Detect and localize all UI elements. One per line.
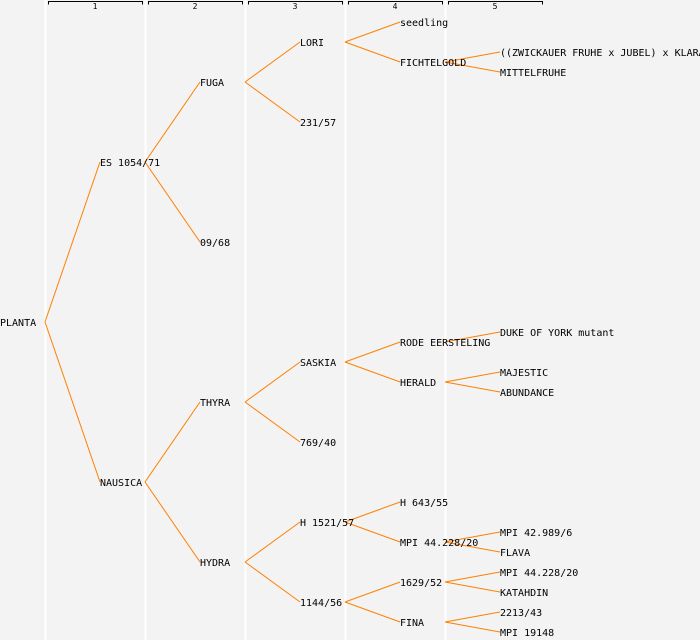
branch-line: [144, 481, 201, 563]
branch-line: [444, 381, 501, 393]
pedigree-node[interactable]: H 1521/57: [300, 518, 354, 529]
pedigree-node[interactable]: MPI 44.228/20: [400, 538, 478, 549]
branch-lines: [44, 21, 501, 633]
branch-line: [444, 541, 501, 553]
pedigree-node[interactable]: NAUSICA: [100, 478, 142, 489]
branch-line: [144, 161, 201, 243]
generation-bracket: [148, 1, 243, 5]
branch-line: [444, 571, 501, 583]
branch-line: [244, 361, 301, 403]
pedigree-node[interactable]: 769/40: [300, 438, 336, 449]
branch-line: [244, 561, 301, 603]
node-labels: PLANTA ES 1054/71 FUGA LORI seedlingFICHTELG…: [0, 18, 700, 639]
pedigree-node[interactable]: FUGA: [200, 78, 224, 89]
pedigree-node[interactable]: 231/57: [300, 118, 336, 129]
branch-line: [344, 581, 401, 603]
pedigree-node[interactable]: THYRA: [200, 398, 230, 409]
branch-line: [444, 611, 501, 623]
pedigree-node[interactable]: MPI 42.989/6: [500, 528, 572, 539]
pedigree-node[interactable]: KATAHDIN: [500, 588, 548, 599]
pedigree-node[interactable]: ((ZWICKAUER FRUHE x JUBEL) x KLARA: [500, 48, 700, 59]
pedigree-node[interactable]: seedling: [400, 18, 448, 29]
generation-bracket: [448, 1, 543, 5]
generation-number: 4: [393, 2, 398, 11]
pedigree-node[interactable]: FICHTELGOLD: [400, 58, 466, 69]
pedigree-node[interactable]: PLANTA: [0, 318, 36, 329]
pedigree-node[interactable]: 2213/43: [500, 608, 542, 619]
branch-line: [444, 371, 501, 383]
pedigree-node[interactable]: DUKE OF YORK mutant: [500, 328, 614, 339]
branch-line: [344, 41, 401, 63]
branch-line: [144, 81, 201, 163]
generation-bracket: [348, 1, 443, 5]
pedigree-node[interactable]: HERALD: [400, 378, 436, 389]
branch-line: [244, 521, 301, 563]
branch-line: [444, 331, 501, 343]
pedigree-node[interactable]: H 643/55: [400, 498, 448, 509]
pedigree-node[interactable]: RODE EERSTELING: [400, 338, 490, 349]
branch-line: [44, 321, 101, 483]
branch-line: [344, 601, 401, 623]
pedigree-node[interactable]: MPI 19148: [500, 628, 554, 639]
branch-line: [444, 61, 501, 73]
branch-line: [244, 81, 301, 123]
generation-number: 2: [193, 2, 198, 11]
generation-header: 1 2 3 4 5: [48, 1, 543, 11]
branch-line: [44, 161, 101, 323]
branch-line: [144, 401, 201, 483]
pedigree-node[interactable]: SASKIA: [300, 358, 336, 369]
generation-number: 1: [93, 2, 98, 11]
pedigree-node[interactable]: 1144/56: [300, 598, 342, 609]
pedigree-node[interactable]: MAJESTIC: [500, 368, 548, 379]
pedigree-node[interactable]: MPI 44.228/20: [500, 568, 578, 579]
generation-bracket: [48, 1, 143, 5]
pedigree-node[interactable]: ES 1054/71: [100, 158, 160, 169]
branch-line: [344, 501, 401, 523]
column-dividers: [44, 0, 447, 640]
pedigree-node[interactable]: HYDRA: [200, 558, 230, 569]
pedigree-node[interactable]: ABUNDANCE: [500, 388, 554, 399]
branch-line: [244, 41, 301, 83]
pedigree-node[interactable]: FLAVA: [500, 548, 530, 559]
generation-number: 3: [293, 2, 298, 11]
pedigree-node[interactable]: 1629/52: [400, 578, 442, 589]
generation-number: 5: [493, 2, 498, 11]
branch-line: [344, 521, 401, 543]
generation-bracket: [248, 1, 343, 5]
branch-line: [344, 361, 401, 383]
pedigree-node[interactable]: MITTELFRUHE: [500, 68, 566, 79]
branch-line: [444, 581, 501, 593]
pedigree-node[interactable]: 09/68: [200, 238, 230, 249]
branch-line: [444, 531, 501, 543]
pedigree-node[interactable]: FINA: [400, 618, 424, 629]
branch-line: [444, 621, 501, 633]
branch-line: [344, 341, 401, 363]
pedigree-node[interactable]: LORI: [300, 38, 324, 49]
branch-line: [344, 21, 401, 43]
branch-line: [444, 51, 501, 63]
branch-line: [244, 401, 301, 443]
